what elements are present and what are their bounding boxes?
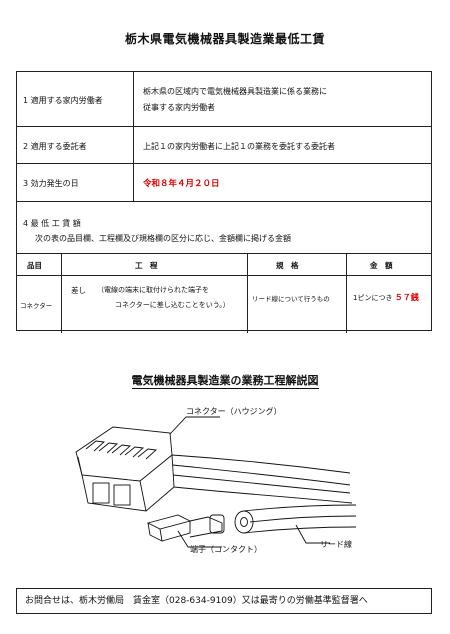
row-label: 3 効力発生の日 [23, 179, 79, 188]
table-header-amount: 金 額 [370, 261, 393, 270]
table-header-process: 工 程 [135, 261, 158, 270]
diagram-title: 電気機械器具製造業の業務工程解説図 [131, 374, 319, 389]
row-applicable-workers: 1 適用する家内労働者 栃木県の区域内で電気機械器具製造業に係る業務に 従事する… [17, 72, 431, 127]
table-cell-process-note1: （電線の端末に取付けられた端子を [97, 286, 209, 294]
table-header-spec: 規 格 [276, 261, 299, 270]
row-applicable-contractors: 2 適用する委託者 上記１の家内労働者に上記１の業務を委託する委託者 [17, 127, 431, 164]
amount-prefix: 1ピンにつき [353, 294, 393, 302]
connector-diagram: コネクター（ハウジング） 端子（コンタクト） リード線 [75, 406, 357, 554]
table-cell-item: コネクター [20, 302, 53, 310]
row-label: 2 適用する委託者 [23, 142, 87, 151]
row-value-line2: 従事する家内労働者 [143, 103, 215, 112]
min-wage-section: 4 最 低 工 賃 額 次の表の品目欄、工程欄及び規格欄の区分に応じ、金額欄に掲… [17, 202, 431, 333]
wage-table: 品目 工 程 規 格 金 額 コネクター 差し （電線の端末に取付けられた端子を… [17, 253, 431, 333]
label-lead-wire: リード線 [320, 539, 352, 549]
page-title: 栃木県電気機械器具製造業最低工賃 [124, 32, 325, 46]
row-effective-date: 3 効力発生の日 令和８年４月２０日 [17, 164, 431, 202]
table-cell-amount: 1ピンにつき ５７銭 [353, 292, 419, 303]
label-terminal: 端子（コンタクト） [190, 544, 262, 554]
row-value-line1: 栃木県の区域内で電気機械器具製造業に係る業務に [143, 87, 327, 96]
wage-info-box: 1 適用する家内労働者 栃木県の区域内で電気機械器具製造業に係る業務に 従事する… [16, 71, 432, 333]
table-cell-process-main: 差し [71, 286, 86, 295]
table-header-item: 品目 [27, 261, 42, 270]
amount-value: ５７銭 [394, 293, 419, 302]
contact-footer: お問合せは、栃木労働局 賃金室（028-634-9109）又は最寄りの労働基準監… [16, 588, 432, 614]
section-description: 次の表の品目欄、工程欄及び規格欄の区分に応じ、金額欄に掲げる金額 [35, 234, 291, 243]
table-cell-process-note2: コネクターに差し込むことをいう。） [115, 301, 230, 309]
row-value: 上記１の家内労働者に上記１の業務を委託する委託者 [143, 142, 335, 151]
row-label: 1 適用する家内労働者 [23, 96, 103, 105]
section-heading: 4 最 低 工 賃 額 [23, 219, 81, 228]
label-connector-housing: コネクター（ハウジング） [186, 406, 282, 416]
table-cell-spec: リード線について行うもの [252, 295, 330, 303]
effective-date-value: 令和８年４月２０日 [143, 179, 220, 189]
